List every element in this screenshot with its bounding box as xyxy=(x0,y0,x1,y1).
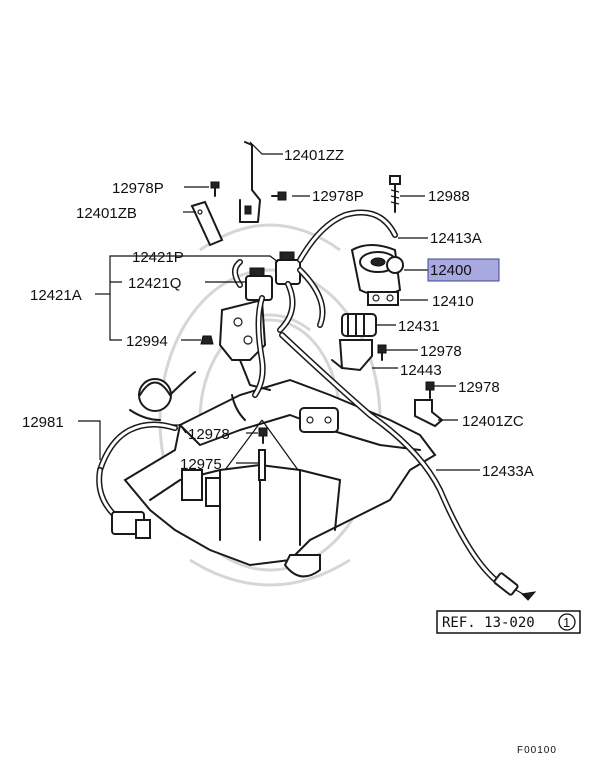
reference-circle xyxy=(558,613,576,631)
bolt-12978-right1 xyxy=(377,344,387,361)
part-label-12978-right1[interactable]: 12978 xyxy=(420,343,462,360)
part-label-12421Q[interactable]: 12421Q xyxy=(128,275,181,292)
reference-text: REF. 13-020 xyxy=(442,615,535,631)
gasket-12410 xyxy=(367,291,399,306)
solenoid-valve-12421Q xyxy=(245,267,273,301)
part-label-12981[interactable]: 12981 xyxy=(22,414,64,431)
hose-12433A xyxy=(279,332,537,601)
part-label-12421A[interactable]: 12421A xyxy=(30,287,82,304)
bracket-12401ZC xyxy=(414,399,444,428)
bolt-12978P-top xyxy=(210,181,220,197)
highlight-box-12400 xyxy=(427,258,500,282)
part-label-12421P[interactable]: 12421P xyxy=(132,249,184,266)
figure-code: F00100 xyxy=(517,745,557,756)
bolt-12978P-mid xyxy=(271,191,287,201)
reference-box-frame xyxy=(436,610,581,634)
bolt-12988 xyxy=(389,175,401,213)
vacuum-hoses xyxy=(232,259,326,398)
part-label-12988[interactable]: 12988 xyxy=(428,188,470,205)
part-label-12401ZB[interactable]: 12401ZB xyxy=(76,205,137,222)
solenoid-valve-12421P xyxy=(275,251,301,285)
part-label-12994[interactable]: 12994 xyxy=(126,333,168,350)
part-label-12978P-top[interactable]: 12978P xyxy=(112,180,164,197)
part-label-12433A[interactable]: 12433A xyxy=(482,463,534,480)
bracket-12401ZB xyxy=(190,200,224,247)
bolt-12978-right2 xyxy=(425,381,435,399)
sensor-12431 xyxy=(341,313,377,337)
intake-manifold xyxy=(123,359,437,578)
bolt-12978-center xyxy=(258,427,268,444)
screw-12994 xyxy=(200,335,214,345)
part-label-12401ZC[interactable]: 12401ZC xyxy=(462,413,524,430)
leader-lines xyxy=(78,141,480,471)
bracket-12401ZZ xyxy=(239,141,261,223)
egr-valve-12400 xyxy=(350,244,404,296)
reference-circle-number: 1 xyxy=(563,615,570,630)
part-label-12400[interactable]: 12400 xyxy=(430,262,472,279)
hose-12413A xyxy=(297,209,398,263)
harness-12981 xyxy=(96,371,196,539)
part-label-12978-center[interactable]: 12978 xyxy=(188,426,230,443)
part-label-12401ZZ[interactable]: 12401ZZ xyxy=(284,147,344,164)
part-label-12431[interactable]: 12431 xyxy=(398,318,440,335)
bracket-12443 xyxy=(331,339,373,372)
reference-box[interactable]: REF. 13-020 1 xyxy=(436,610,581,634)
part-label-12978P-mid[interactable]: 12978P xyxy=(312,188,364,205)
part-label-12410[interactable]: 12410 xyxy=(432,293,474,310)
part-label-12978-right2[interactable]: 12978 xyxy=(458,379,500,396)
part-label-12443[interactable]: 12443 xyxy=(400,362,442,379)
part-label-12975[interactable]: 12975 xyxy=(180,456,222,473)
stud-12975 xyxy=(258,449,266,481)
part-label-12413A[interactable]: 12413A xyxy=(430,230,482,247)
